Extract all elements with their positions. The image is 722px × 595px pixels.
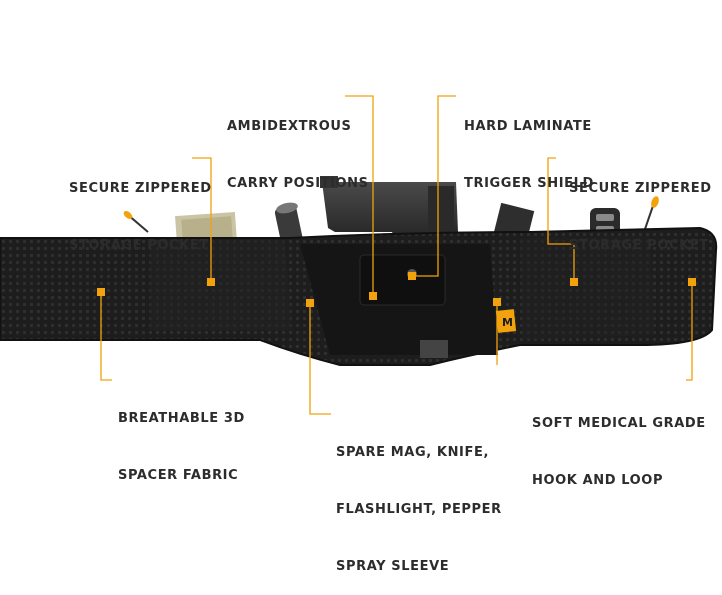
callout-trigger-shield: HARD LAMINATE TRIGGER SHIELD xyxy=(464,79,594,212)
left-pocket-panel xyxy=(150,240,292,330)
callout-line: SOFT MEDICAL GRADE xyxy=(532,416,706,431)
callout-ambidextrous: AMBIDEXTROUS CARRY POSITIONS xyxy=(227,79,369,212)
callout-line: TRIGGER SHIELD xyxy=(464,176,594,191)
callout-leaders xyxy=(100,95,693,415)
callout-line: HARD LAMINATE xyxy=(464,119,592,134)
zipper-pull-right xyxy=(643,196,659,233)
callout-line: SPACER FABRIC xyxy=(118,468,239,483)
callout-sleeve: SPARE MAG, KNIFE, FLASHLIGHT, PEPPER SPR… xyxy=(336,405,502,595)
callout-line: SECURE ZIPPERED xyxy=(569,181,712,196)
callout-line: STORAGE POCKET xyxy=(69,238,209,253)
callout-markers xyxy=(97,272,696,307)
callout-line: AMBIDEXTROUS xyxy=(227,119,352,134)
right-pocket-panel xyxy=(520,236,655,340)
callout-line: SECURE ZIPPERED xyxy=(69,181,212,196)
svg-text:M: M xyxy=(502,316,513,329)
belly-band-holster-illustration: M xyxy=(0,95,718,415)
callout-line: FLASHLIGHT, PEPPER xyxy=(336,502,502,517)
callout-line: BREATHABLE 3D xyxy=(118,411,245,426)
callout-line: HOOK AND LOOP xyxy=(532,473,664,488)
callout-line: CARRY POSITIONS xyxy=(227,176,369,191)
product-photo: M AMBIDEXTROUS CARRY POSITIONS HARD LAMI… xyxy=(0,79,718,574)
callout-pocket-right: SECURE ZIPPERED STORAGE POCKET xyxy=(569,141,712,274)
callout-line: SPRAY SLEEVE xyxy=(336,559,450,574)
trigger-shield xyxy=(359,254,446,306)
callout-spacer-fabric: BREATHABLE 3D SPACER FABRIC xyxy=(118,371,245,504)
callout-pocket-left: SECURE ZIPPERED STORAGE POCKET xyxy=(69,141,212,274)
zipper-pull-left xyxy=(123,211,149,233)
callout-line: SPARE MAG, KNIFE, xyxy=(336,445,489,460)
brand-tag: M xyxy=(495,309,517,333)
callout-hook-loop: SOFT MEDICAL GRADE HOOK AND LOOP xyxy=(532,376,706,509)
callout-line: STORAGE POCKET xyxy=(569,238,709,253)
